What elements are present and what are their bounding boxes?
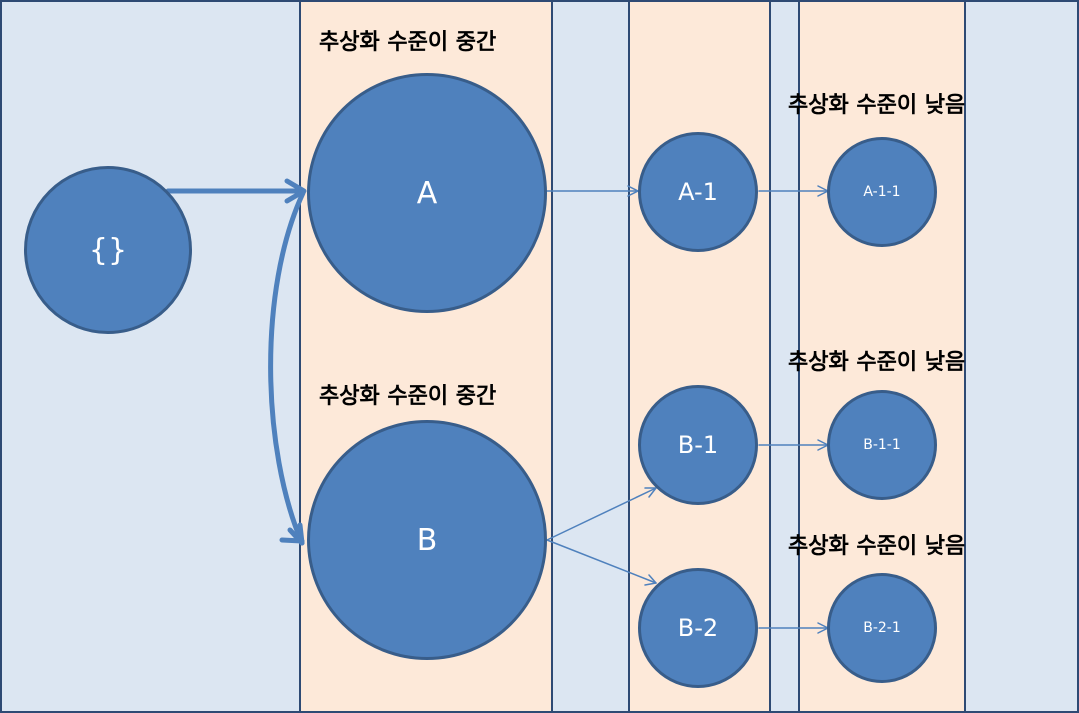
arrow-head-b-to-b2	[644, 574, 657, 586]
label-mid-bottom: 추상화 수준이 중간	[319, 384, 497, 409]
node-b1[interactable]: B-1	[638, 385, 758, 505]
node-b21[interactable]: B-2-1	[827, 573, 937, 683]
arrow-a-to-b-curve	[268, 190, 306, 546]
node-b[interactable]: B	[307, 420, 547, 660]
node-a11[interactable]: A-1-1	[827, 137, 937, 247]
label-mid-top: 추상화 수준이 중간	[319, 30, 497, 55]
node-b2[interactable]: B-2	[638, 568, 758, 688]
panel-root	[0, 0, 301, 713]
arrow-b-stub	[279, 537, 305, 544]
label-low-1: 추상화 수준이 낮음	[788, 93, 966, 118]
arrow-b-to-b1	[546, 487, 657, 541]
arrow-b-to-b2	[546, 539, 657, 584]
panel-gap-1	[551, 0, 630, 713]
label-low-2: 추상화 수준이 낮음	[788, 350, 966, 375]
node-a1[interactable]: A-1	[638, 132, 758, 252]
node-a[interactable]: A	[307, 73, 547, 313]
node-b11[interactable]: B-1-1	[827, 390, 937, 500]
node-root[interactable]: {}	[24, 166, 192, 334]
panel-gap-2	[769, 0, 800, 713]
label-low-3: 추상화 수준이 낮음	[788, 534, 966, 559]
panel-right	[964, 0, 1079, 713]
